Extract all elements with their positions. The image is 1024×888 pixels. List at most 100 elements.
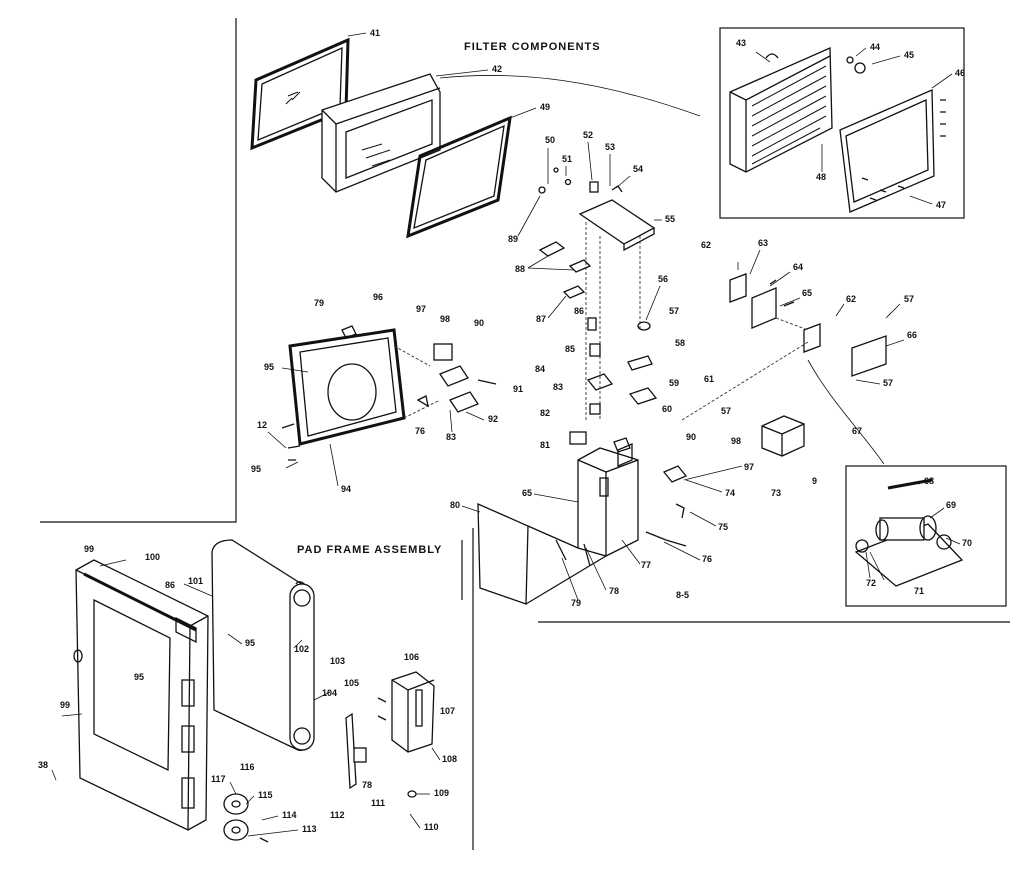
- callout-83a: 83: [553, 382, 563, 392]
- callout-62b: 62: [846, 294, 856, 304]
- callout-98b: 98: [731, 436, 741, 446]
- callout-96: 96: [373, 292, 383, 302]
- callout-48: 48: [816, 172, 826, 182]
- callout-109: 109: [434, 788, 449, 798]
- bracket-66: [681, 317, 887, 421]
- callout-38: 38: [38, 760, 48, 770]
- filter-panel-46: [839, 56, 946, 213]
- callout-106: 106: [404, 652, 419, 662]
- callout-57c: 57: [904, 294, 914, 304]
- callout-57b: 57: [721, 406, 731, 416]
- callout-58: 58: [675, 338, 685, 348]
- front-panel-94: [281, 325, 441, 461]
- switch-parts-83-92: [416, 343, 497, 413]
- callout-75: 75: [718, 522, 728, 532]
- callout-79b: 79: [571, 598, 581, 608]
- callout-65b: 65: [522, 488, 532, 498]
- callout-92: 92: [488, 414, 498, 424]
- section-boundaries: [40, 18, 1010, 850]
- callout-67: 67: [852, 426, 862, 436]
- callout-89: 89: [508, 234, 518, 244]
- callout-90a: 90: [474, 318, 484, 328]
- bracket-63-64: [729, 273, 795, 329]
- callout-104: 104: [322, 688, 337, 698]
- filter-housing-42: [321, 73, 441, 193]
- callout-68: 68: [924, 476, 934, 486]
- callout-90b: 90: [686, 432, 696, 442]
- note-mark: 8-5: [676, 590, 689, 600]
- callout-76b: 76: [702, 554, 712, 564]
- filter-frame-49: [406, 115, 512, 239]
- callout-100: 100: [145, 552, 160, 562]
- part-callouts: 41 42 43 44 45 46 47 48 49 50 51 52 53 5…: [38, 28, 972, 834]
- callout-64: 64: [793, 262, 803, 272]
- belt-102: [289, 583, 315, 751]
- callout-84: 84: [535, 364, 545, 374]
- callout-51: 51: [562, 154, 572, 164]
- filter-components-title: FILTER COMPONENTS: [464, 41, 601, 53]
- callout-108: 108: [442, 754, 457, 764]
- callout-101: 101: [188, 576, 203, 586]
- callout-83b: 83: [446, 432, 456, 442]
- motor-assembly-71: [854, 478, 964, 587]
- callout-99b: 99: [60, 700, 70, 710]
- callout-44: 44: [870, 42, 880, 52]
- callout-97a: 97: [416, 304, 426, 314]
- callout-55: 55: [665, 214, 675, 224]
- callout-59: 59: [669, 378, 679, 388]
- pulleys-115-117: [223, 793, 269, 843]
- callout-73: 73: [771, 488, 781, 498]
- callout-43: 43: [736, 38, 746, 48]
- callout-46: 46: [955, 68, 965, 78]
- callout-60: 60: [662, 404, 672, 414]
- callout-82: 82: [540, 408, 550, 418]
- callout-86: 86: [574, 306, 584, 316]
- callout-50: 50: [545, 135, 555, 145]
- callout-45: 45: [904, 50, 914, 60]
- callout-102: 102: [294, 644, 309, 654]
- callout-80: 80: [450, 500, 460, 510]
- callout-107: 107: [440, 706, 455, 716]
- callout-54: 54: [633, 164, 643, 174]
- callout-81: 81: [540, 440, 550, 450]
- filter-components-inset-box: [719, 27, 965, 219]
- callout-70: 70: [962, 538, 972, 548]
- callout-53: 53: [605, 142, 615, 152]
- callout-95d: 95: [134, 672, 144, 682]
- callout-41: 41: [370, 28, 380, 38]
- callout-110: 110: [424, 822, 439, 832]
- pad-frame-100: [73, 559, 209, 831]
- pad-frame-assembly-title: PAD FRAME ASSEMBLY: [297, 544, 442, 556]
- callout-78a: 78: [609, 586, 619, 596]
- callout-79a: 79: [314, 298, 324, 308]
- grille-43: [729, 47, 833, 173]
- callout-98a: 98: [440, 314, 450, 324]
- cabinet-base-77: [477, 443, 688, 605]
- callout-85: 85: [565, 344, 575, 354]
- callout-77: 77: [641, 560, 651, 570]
- callout-95a: 95: [264, 362, 274, 372]
- callout-114: 114: [282, 810, 297, 820]
- leader-lines: [51, 32, 961, 837]
- callout-72: 72: [866, 578, 876, 588]
- callout-9: 9: [812, 476, 817, 486]
- callout-57d: 57: [883, 378, 893, 388]
- callout-74: 74: [725, 488, 735, 498]
- callout-47: 47: [936, 200, 946, 210]
- callout-117: 117: [211, 774, 226, 784]
- callout-105: 105: [344, 678, 359, 688]
- callout-57a: 57: [669, 306, 679, 316]
- callout-86b: 86: [165, 580, 175, 590]
- transformer-73: [761, 415, 805, 457]
- callout-88: 88: [515, 264, 525, 274]
- motor-assembly-inset-box: [845, 465, 1007, 607]
- callout-112: 112: [330, 810, 345, 820]
- callout-113: 113: [302, 824, 317, 834]
- callout-76a: 76: [415, 426, 425, 436]
- callout-95b: 95: [251, 464, 261, 474]
- callout-91: 91: [513, 384, 523, 394]
- callout-99a: 99: [84, 544, 94, 554]
- callout-87: 87: [536, 314, 546, 324]
- callout-66: 66: [907, 330, 917, 340]
- callout-94: 94: [341, 484, 351, 494]
